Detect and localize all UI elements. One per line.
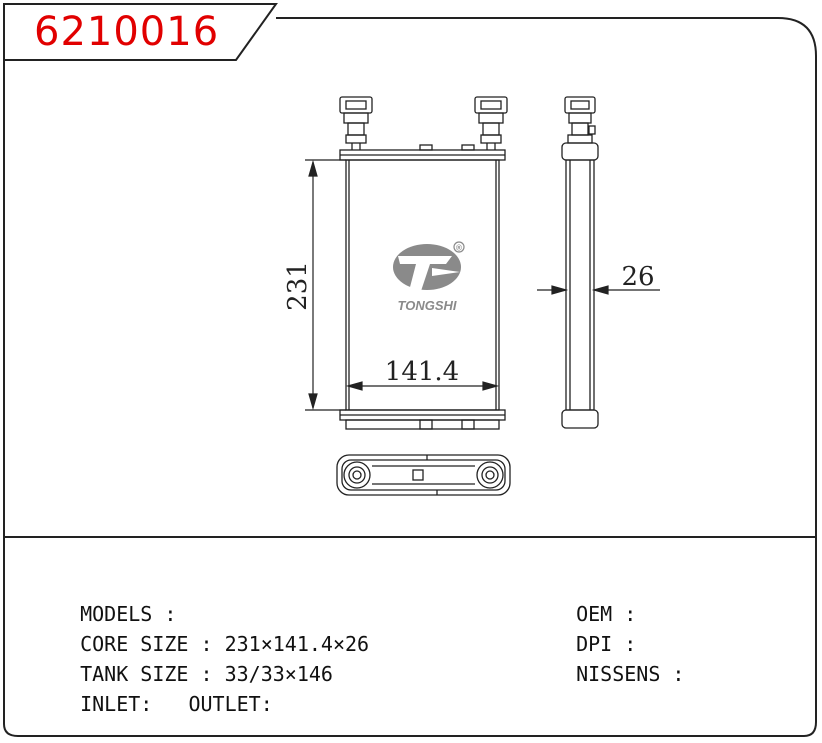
outlet-label: OUTLET: xyxy=(188,692,273,716)
tank-size-value: 33/33×146 xyxy=(224,662,333,686)
registered-mark: ® xyxy=(456,244,462,253)
left-pipe-fitting xyxy=(339,96,373,150)
models-label: MODELS : xyxy=(80,602,177,626)
right-pipe-fitting xyxy=(474,96,508,150)
brand-logo-text: TONGSHI xyxy=(398,298,457,313)
height-dimension-label: 231 xyxy=(283,261,313,311)
height-dimension xyxy=(305,159,346,411)
oem-label: OEM : xyxy=(576,602,637,626)
inlet-label: INLET: xyxy=(80,692,153,716)
core-size-value: 231×141.4×26 xyxy=(224,632,370,656)
side-view xyxy=(561,96,599,429)
width-dimension xyxy=(345,381,500,391)
oem-row: OEM : xyxy=(552,578,636,626)
dpi-row: DPI : xyxy=(552,608,636,656)
core-size-label: CORE SIZE : xyxy=(80,632,213,656)
front-view xyxy=(339,96,508,430)
tongshi-logo-icon xyxy=(393,241,465,291)
dpi-label: DPI : xyxy=(576,632,637,656)
inlet-outlet-row: INLET: OUTLET: xyxy=(56,668,273,716)
bottom-view xyxy=(336,454,511,496)
width-dimension-label: 141.4 xyxy=(385,357,459,387)
nissens-row: NISSENS : xyxy=(552,638,684,686)
core-size-row: CORE SIZE : 231×141.4×26 xyxy=(56,608,369,656)
sheet-border xyxy=(3,17,817,737)
tank-size-row: TANK SIZE : 33/33×146 xyxy=(56,638,333,686)
code-tab xyxy=(3,3,278,61)
thickness-dimension xyxy=(537,285,660,295)
part-code: 6210016 xyxy=(34,9,220,55)
models-row: MODELS : xyxy=(56,578,188,626)
nissens-label: NISSENS : xyxy=(576,662,685,686)
thickness-dimension-label: 26 xyxy=(621,262,654,292)
tank-size-label: TANK SIZE : xyxy=(80,662,213,686)
